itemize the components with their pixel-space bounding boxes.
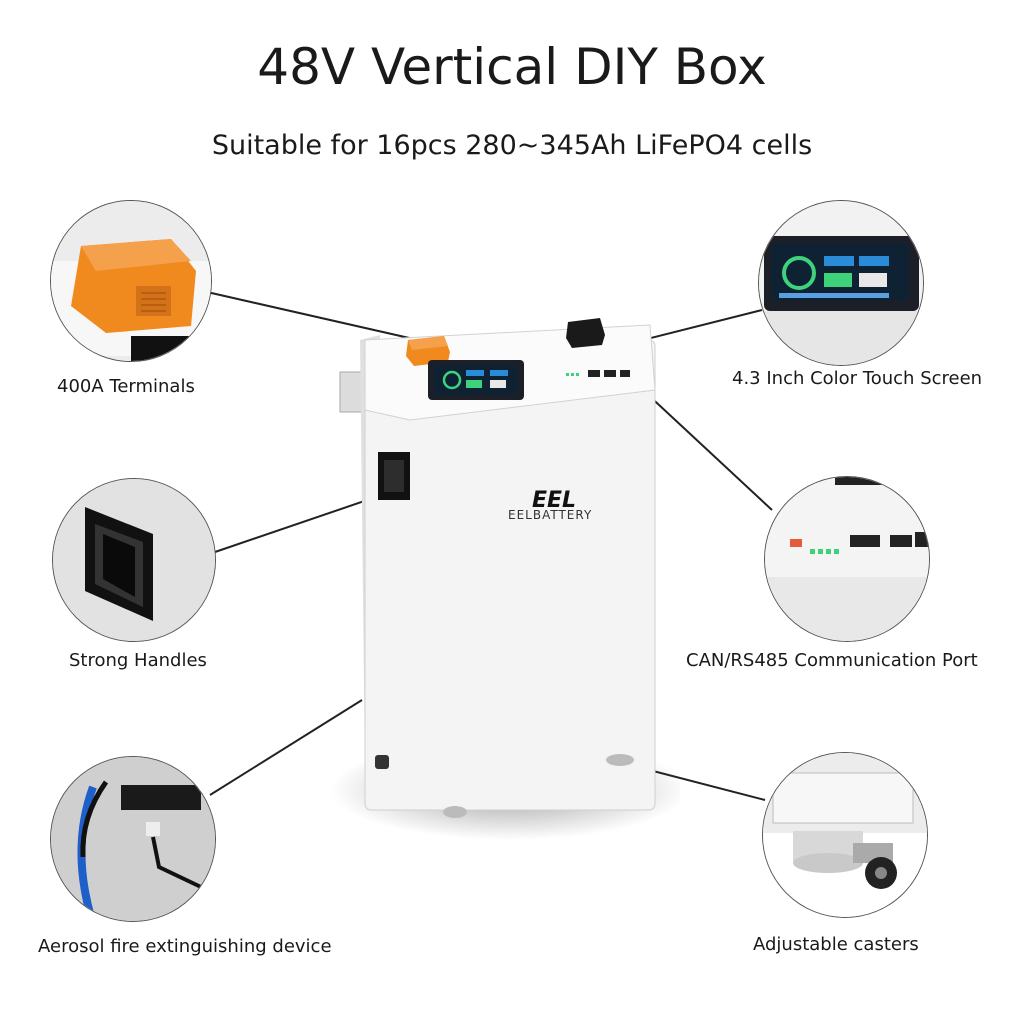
caster-detail-circle [762, 752, 928, 918]
terminal-detail-circle [50, 200, 212, 362]
screen-detail-circle [758, 200, 924, 366]
page-subtitle: Suitable for 16pcs 280~345Ah LiFePO4 cel… [211, 130, 813, 161]
handle-icon [53, 479, 215, 641]
handle-detail-circle [52, 478, 216, 642]
feature-label-screen: 4.3 Inch Color Touch Screen [732, 368, 983, 389]
callout-line-fire [209, 699, 363, 796]
feature-label-fire: Aerosol fire extinguishing device [38, 936, 332, 957]
fire-detail-circle [50, 756, 216, 922]
battery-box-product: EEL EELBATTERY [320, 300, 680, 840]
comm-port-icon [765, 477, 929, 641]
brand-mark: EEL [532, 488, 577, 513]
feature-label-handles: Strong Handles [69, 650, 207, 671]
terminal-icon [51, 201, 211, 361]
orange-terminal [406, 336, 450, 366]
comm-detail-circle [764, 476, 930, 642]
feature-label-terminals: 400A Terminals [57, 376, 195, 397]
feature-label-casters: Adjustable casters [753, 934, 919, 955]
caster-icon [763, 753, 927, 917]
fire-extinguisher-icon [51, 757, 215, 921]
battery-box-illustration [330, 318, 680, 840]
brand-name: EELBATTERY [508, 508, 593, 522]
feature-label-comm: CAN/RS485 Communication Port [686, 650, 978, 671]
page-title: 48V Vertical DIY Box [257, 38, 767, 96]
touch-screen-icon [759, 201, 923, 365]
callout-line-handles [214, 494, 383, 553]
callout-line-terminals [206, 291, 419, 341]
